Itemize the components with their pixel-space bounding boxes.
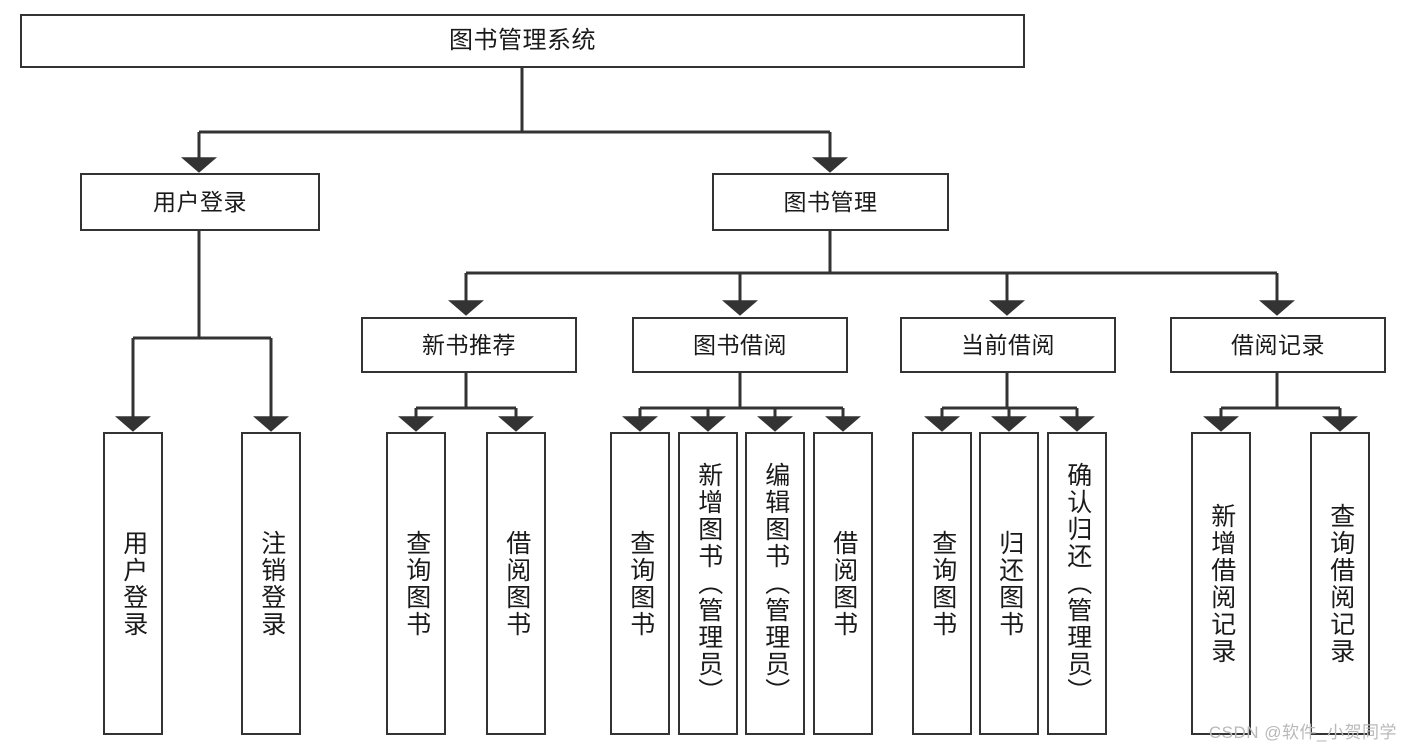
node-current-borrowing[interactable]: 当前借阅 (900, 317, 1116, 373)
node-book-management[interactable]: 图书管理 (712, 173, 949, 231)
leaf-borrow-book-recommendation[interactable]: 借阅图书 (486, 432, 546, 735)
node-label: 图书借阅 (693, 331, 787, 358)
node-new-book-recommendation[interactable]: 新书推荐 (361, 317, 577, 373)
node-root-book-management-system[interactable]: 图书管理系统 (20, 14, 1025, 68)
node-label: 用户登录 (119, 529, 148, 638)
node-label: 借阅记录 (1231, 331, 1325, 358)
node-label: 当前借阅 (961, 331, 1055, 358)
leaf-add-borrowing-record[interactable]: 新增借阅记录 (1191, 432, 1251, 735)
node-label: 查询图书 (402, 529, 431, 638)
leaf-query-borrowing-record[interactable]: 查询借阅记录 (1310, 432, 1370, 735)
node-book-borrowing[interactable]: 图书借阅 (632, 317, 848, 373)
node-label: 编辑图书（管理员） (761, 462, 790, 705)
leaf-query-book-current[interactable]: 查询图书 (912, 432, 972, 735)
leaf-return-book[interactable]: 归还图书 (979, 432, 1039, 735)
node-label: 借阅图书 (829, 529, 858, 638)
node-label: 归还图书 (995, 529, 1024, 638)
leaf-edit-book-admin[interactable]: 编辑图书（管理员） (745, 432, 805, 735)
leaf-borrow-book-borrowing[interactable]: 借阅图书 (813, 432, 873, 735)
node-label: 借阅图书 (502, 529, 531, 638)
node-label: 查询图书 (626, 529, 655, 638)
leaf-query-book-recommendation[interactable]: 查询图书 (386, 432, 446, 735)
leaf-query-book-borrowing[interactable]: 查询图书 (610, 432, 670, 735)
node-label: 新增图书（管理员） (694, 462, 723, 705)
node-label: 查询图书 (928, 529, 957, 638)
leaf-user-login[interactable]: 用户登录 (103, 432, 163, 735)
node-label: 新增借阅记录 (1207, 502, 1236, 665)
csdn-watermark: CSDN @软件_小贺同学 (1208, 723, 1397, 742)
node-borrowing-records[interactable]: 借阅记录 (1170, 317, 1386, 373)
leaf-confirm-return-admin[interactable]: 确认归还（管理员） (1047, 432, 1107, 735)
leaf-add-book-admin[interactable]: 新增图书（管理员） (678, 432, 738, 735)
node-label: 确认归还（管理员） (1063, 462, 1092, 705)
node-label: 图书管理系统 (449, 27, 596, 55)
node-label: 新书推荐 (422, 331, 516, 358)
node-label: 查询借阅记录 (1326, 502, 1355, 665)
node-label: 注销登录 (257, 529, 286, 638)
leaf-logout[interactable]: 注销登录 (241, 432, 301, 735)
node-label: 用户登录 (153, 188, 247, 215)
node-label: 图书管理 (783, 188, 878, 215)
node-user-login[interactable]: 用户登录 (80, 173, 320, 231)
